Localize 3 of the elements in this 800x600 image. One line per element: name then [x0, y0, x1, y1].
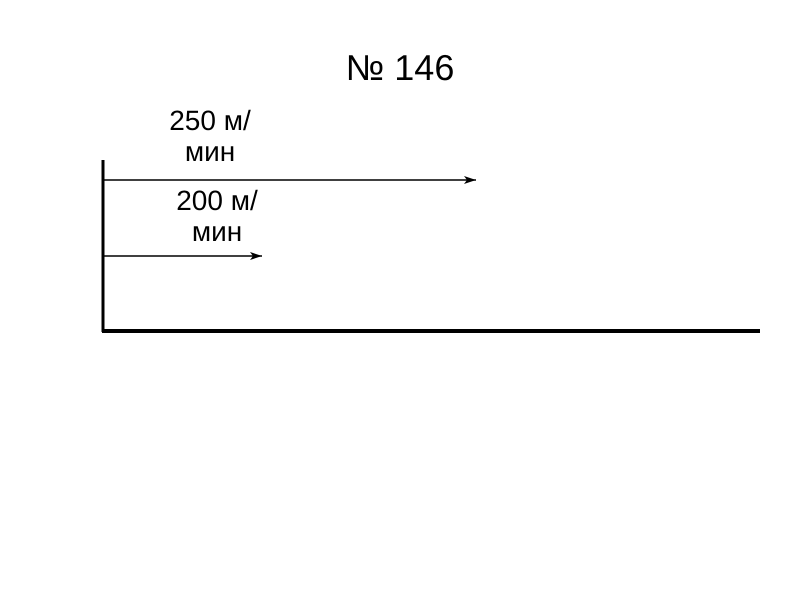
speed-label: 200 м/мин — [175, 186, 259, 248]
speed-label: 250 м/мин — [168, 106, 252, 168]
title: № 146 — [344, 48, 456, 88]
